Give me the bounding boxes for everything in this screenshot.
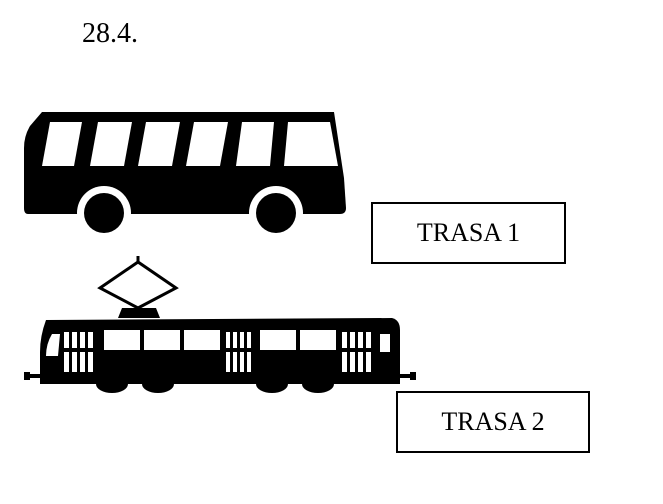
route-1-label: TRASA 1 [371, 202, 566, 264]
bus-icon [24, 112, 346, 238]
exercise-number: 28.4. [82, 18, 138, 49]
route-2-label: TRASA 2 [396, 391, 590, 453]
tram-icon [24, 256, 416, 393]
